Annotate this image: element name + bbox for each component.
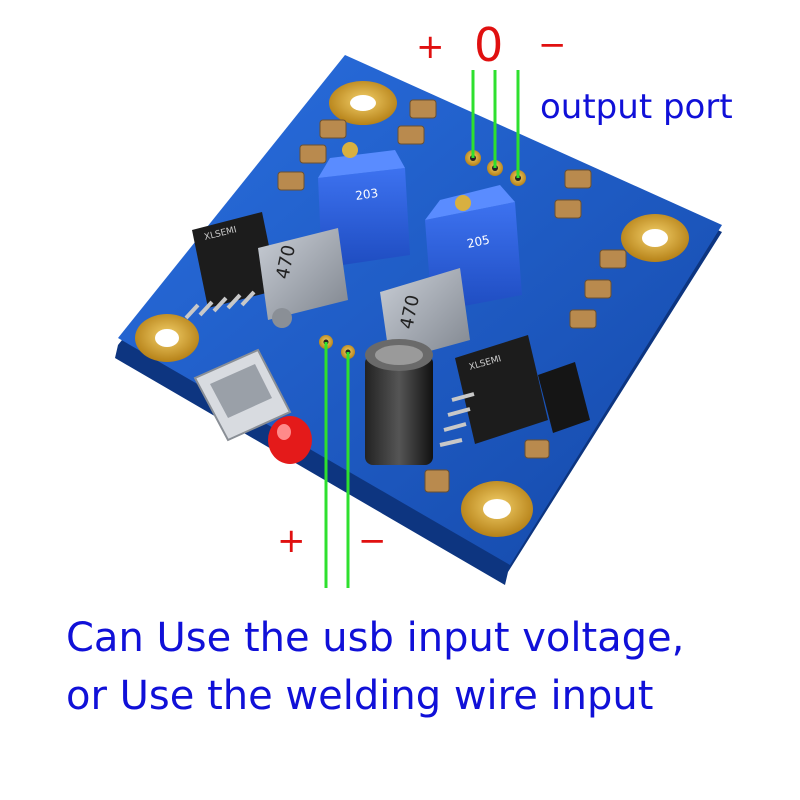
output-plus-label: + (416, 27, 445, 67)
output-port-label: output port (540, 87, 733, 127)
potentiometer-left (318, 142, 410, 268)
output-minus-label: − (538, 25, 567, 65)
caption-line-2: or Use the welding wire input (66, 673, 654, 719)
led-red (268, 416, 312, 464)
usb-port (193, 348, 292, 442)
ic-chip-right (439, 335, 548, 447)
diode (538, 362, 590, 433)
output-zero-label: 0 (474, 18, 504, 72)
smd-capacitors (277, 99, 627, 493)
ic-chip-left (184, 212, 278, 320)
input-plus-label: + (277, 521, 306, 561)
green-wires (324, 70, 520, 588)
electrolytic-capacitor (365, 339, 433, 465)
pot-left-marking: 203 (354, 186, 379, 203)
mounting-pad (135, 314, 199, 362)
inductor-left (258, 228, 348, 328)
pot-right-marking: 205 (466, 232, 491, 250)
caption-line-1: Can Use the usb input voltage, (66, 615, 685, 661)
mounting-pad (461, 481, 533, 537)
input-minus-label: − (358, 521, 387, 561)
mounting-pad (621, 214, 689, 262)
mounting-pad (329, 81, 397, 125)
inductor-right (380, 268, 470, 362)
